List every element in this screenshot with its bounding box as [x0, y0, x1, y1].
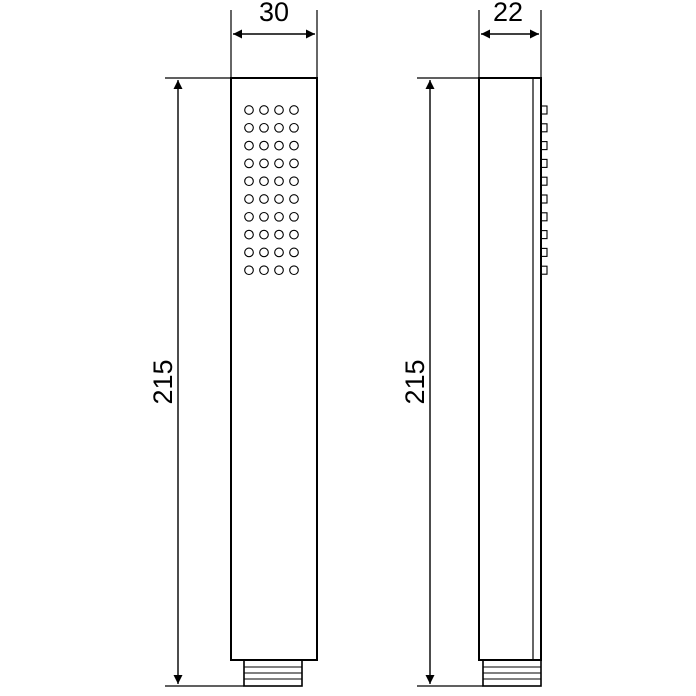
side-width-label: 22	[493, 0, 523, 27]
nozzle	[259, 122, 269, 133]
nozzle	[274, 122, 284, 133]
nozzle	[274, 105, 284, 115]
nozzle	[259, 140, 269, 151]
side-nozzle	[540, 158, 548, 168]
nozzle	[289, 105, 299, 115]
nozzle	[289, 194, 299, 204]
side-height-dimension: 215	[400, 77, 483, 687]
side-nozzle	[540, 265, 548, 275]
nozzle	[289, 158, 299, 169]
nozzle	[289, 211, 299, 222]
front-height-dimension: 215	[148, 77, 244, 687]
side-nozzle	[540, 247, 548, 257]
side-height-label: 215	[400, 359, 430, 404]
nozzle	[289, 229, 299, 240]
nozzle	[274, 265, 284, 276]
nozzle	[259, 211, 269, 222]
nozzle	[274, 194, 284, 204]
nozzle	[244, 105, 254, 115]
nozzle	[259, 265, 269, 276]
side-connector	[482, 659, 542, 687]
side-width-dimension: 22	[478, 0, 542, 78]
nozzle	[259, 247, 269, 258]
side-nozzle	[540, 123, 548, 133]
front-height-label: 215	[148, 359, 178, 404]
side-body-outline	[478, 77, 542, 661]
nozzle	[274, 247, 284, 258]
nozzle	[244, 265, 254, 276]
nozzle	[244, 211, 254, 222]
front-connector	[243, 659, 303, 687]
side-nozzle-column	[540, 105, 548, 275]
nozzle	[289, 140, 299, 151]
nozzle	[244, 194, 254, 204]
nozzle	[259, 158, 269, 169]
side-nozzle	[540, 176, 548, 186]
side-nozzle	[540, 230, 548, 240]
nozzle	[289, 265, 299, 276]
side-view: 22 215	[400, 0, 548, 687]
nozzle	[259, 194, 269, 204]
nozzle	[274, 229, 284, 240]
nozzle	[244, 247, 254, 258]
nozzle	[244, 122, 254, 133]
nozzle	[244, 176, 254, 187]
side-nozzle	[540, 105, 548, 115]
nozzle	[274, 176, 284, 187]
nozzle	[274, 140, 284, 151]
side-nozzle	[540, 141, 548, 151]
nozzle	[244, 158, 254, 169]
nozzle	[244, 229, 254, 240]
side-nozzle	[540, 194, 548, 204]
nozzle	[289, 247, 299, 258]
nozzle	[274, 211, 284, 222]
nozzle	[289, 122, 299, 133]
nozzle	[259, 176, 269, 187]
front-body-outline	[230, 77, 318, 661]
front-nozzle-grid	[244, 105, 299, 276]
nozzle	[244, 140, 254, 151]
side-nozzle	[540, 212, 548, 222]
nozzle	[259, 229, 269, 240]
nozzle	[274, 158, 284, 169]
front-width-dimension: 30	[230, 0, 318, 78]
nozzle	[259, 105, 269, 115]
nozzle	[289, 176, 299, 187]
front-width-label: 30	[259, 0, 289, 27]
front-view: 30 215	[148, 0, 318, 687]
